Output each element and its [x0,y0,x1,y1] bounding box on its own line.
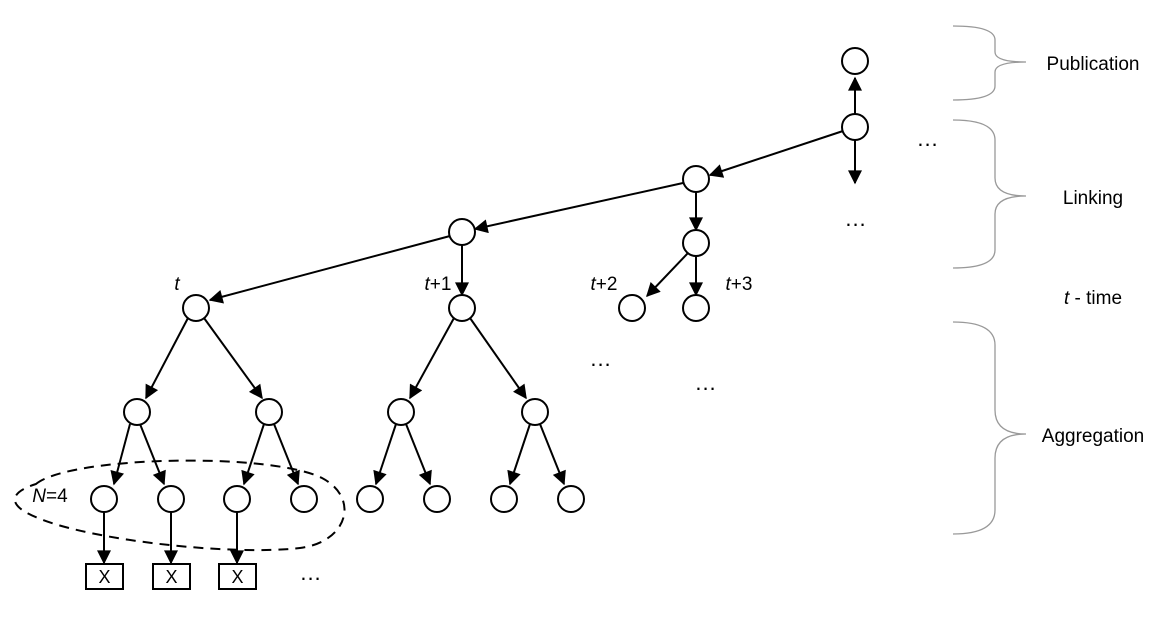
node-b3 [223,485,251,513]
section-label-time-var: t [1064,288,1070,309]
ellipsis-right-of-root: ... [917,126,938,151]
section-label-aggregation: Aggregation [1042,426,1144,447]
edge-a1-b1 [110,423,131,486]
edge-link3-t2 [646,252,689,298]
edge-a1-b2 [139,423,166,486]
output-box-3 [218,563,257,590]
node-t1 [448,294,476,322]
node-t [182,294,210,322]
section-label-publication: Publication [1047,54,1140,75]
section-label-linking: Linking [1063,188,1123,209]
edge-t1-a3 [409,317,455,400]
node-b8 [557,485,585,513]
edge-t-a2 [203,317,263,400]
section-braces [952,25,1027,535]
edge-t-a1 [145,317,189,400]
output-box-1-label: X [98,567,110,587]
node-link1 [682,165,710,193]
node-b4 [290,485,318,513]
ellipsis-middle-2: ... [695,370,716,395]
ellipsis-marks: ... ... ... ... ... [300,126,938,585]
edge-a4-b7 [507,423,531,486]
edge-a2-b3 [241,423,265,486]
edge-link2-t [208,235,451,304]
node-b2 [157,485,185,513]
label-n-val: =4 [46,486,68,507]
node-link3 [682,229,710,257]
ellipsis-after-boxes: ... [300,560,321,585]
edge-root-link1 [708,130,844,178]
edge-t1-a4 [469,317,527,400]
label-t2: t+2 [591,274,618,295]
node-a3 [387,398,415,426]
node-b7 [490,485,518,513]
output-boxes: X X X [85,563,257,590]
label-t1-offset: +1 [430,274,452,295]
brace-linking [952,119,1027,269]
ellipsis-middle-1: ... [590,346,611,371]
node-a1 [123,398,151,426]
node-b6 [423,485,451,513]
node-b5 [356,485,384,513]
node-a2 [255,398,283,426]
label-t2-offset: +2 [596,274,618,295]
edge-a2-b4 [273,423,300,486]
group-ellipse-n4 [14,459,346,552]
node-b1 [90,485,118,513]
ellipsis-under-root: ... [845,206,866,231]
edge-a4-b8 [539,423,566,486]
label-n4: N=4 [32,486,68,507]
node-root [841,113,869,141]
nodes [90,47,869,513]
edge-link1-link2 [473,182,684,234]
label-n-var: N [32,486,46,507]
brace-publication [952,25,1027,101]
output-box-3-label: X [231,567,243,587]
output-box-2 [152,563,191,590]
label-t2-var: t [591,274,597,295]
label-t3-offset: +3 [731,274,753,295]
label-t: t [174,274,180,295]
section-labels: Publication Linking t - time Aggregation [1042,54,1144,447]
edge-a3-b5 [373,423,397,486]
output-box-1 [85,563,124,590]
label-t1-var: t [425,274,431,295]
edge-a3-b6 [405,423,432,486]
node-a4 [521,398,549,426]
label-t3: t+3 [726,274,753,295]
brace-aggregation [952,321,1027,535]
node-link2 [448,218,476,246]
section-label-time-rest: - time [1069,288,1122,309]
label-t3-var: t [726,274,732,295]
label-t1: t+1 [425,274,452,295]
output-box-2-label: X [165,567,177,587]
node-t2 [618,294,646,322]
section-label-time: t - time [1064,288,1122,309]
node-publication [841,47,869,75]
node-t3 [682,294,710,322]
node-labels: t t+1 t+2 t+3 N=4 [32,274,752,507]
edges [97,76,862,565]
